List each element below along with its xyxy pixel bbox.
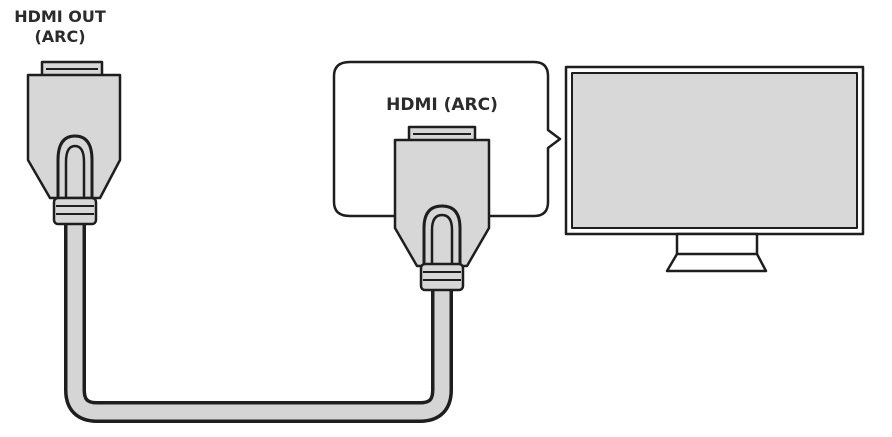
port-label: HDMI (ARC) [386,95,498,115]
television-icon [564,65,865,273]
source-strain-relief [52,196,98,226]
tv-neck [675,232,759,258]
cable-outline [64,214,453,423]
tv-plug-grip [422,204,462,266]
tv-hdmi-plug-icon [393,125,491,292]
source-plug-grip [56,134,94,198]
source-hdmi-plug-icon [26,60,122,226]
source-plug-grip-inner [64,144,86,198]
source-port-label-line1: HDMI OUT [14,7,106,26]
tv-stand-base [665,252,768,273]
tv-screen [571,72,858,229]
hdmi-cable [64,214,453,423]
tv-strain-relief [419,262,465,292]
cable-core [67,214,450,420]
source-port-label-line2: (ARC) [34,27,85,46]
tv-plug-grip-inner [430,213,454,266]
tv-plug-body [393,138,491,268]
